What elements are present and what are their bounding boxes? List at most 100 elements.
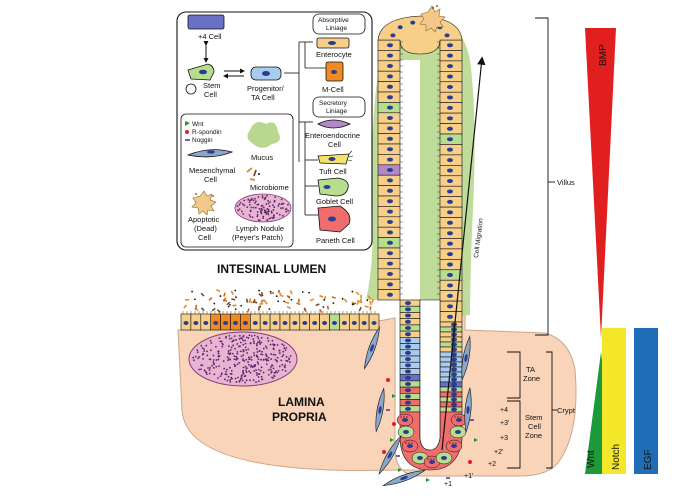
villus-cell	[377, 70, 401, 82]
microbe	[284, 301, 290, 305]
lymph-cell	[273, 375, 276, 378]
microbe	[279, 293, 284, 298]
lymph-cell	[284, 349, 287, 352]
lymph-cell	[239, 378, 242, 381]
crypt-cell	[439, 406, 463, 413]
lymph-cell	[261, 196, 264, 199]
lymph-cell	[245, 336, 248, 339]
microbe	[191, 290, 194, 293]
lymph-cell	[246, 352, 249, 354]
villus-cell	[439, 248, 463, 260]
microbe	[332, 302, 335, 305]
lymph-cell	[242, 343, 245, 346]
lymph-cell	[284, 370, 287, 372]
lymph-cell	[269, 343, 272, 346]
lymph-cell	[204, 370, 207, 373]
lymph-cell	[260, 369, 262, 372]
lymph-cell	[257, 380, 260, 383]
lymph-cell	[260, 366, 263, 369]
lymph-cell	[260, 212, 263, 215]
crypt-cell	[439, 336, 463, 343]
goblet-cell-icon	[317, 177, 349, 197]
lymph-cell	[215, 359, 218, 361]
lymph-cell	[239, 201, 242, 204]
lymph-cell	[256, 351, 259, 353]
lymph-cell	[242, 213, 245, 215]
lymph-cell	[198, 368, 200, 371]
lymph-cell	[242, 339, 245, 342]
villus-epithelium	[377, 15, 463, 323]
lymph-cell	[269, 368, 272, 371]
surface-cell	[319, 313, 330, 331]
microbe	[277, 290, 282, 295]
lymph-cell	[260, 336, 263, 339]
microbe	[341, 297, 344, 300]
microbe	[319, 308, 323, 314]
lymph-cell	[265, 347, 268, 349]
lymph-cell	[241, 210, 243, 213]
lymph-cell	[267, 369, 270, 371]
lymph-cell	[235, 355, 238, 358]
crypt-cell	[399, 399, 421, 407]
lymph-cell	[261, 195, 264, 197]
position-label: +2'	[494, 449, 503, 456]
microbe	[371, 298, 374, 304]
lymph-cell	[244, 339, 246, 342]
lymph-cell	[272, 353, 275, 356]
villus-cell	[377, 278, 401, 290]
lymph-cell	[270, 353, 273, 355]
lymph-cell	[266, 194, 268, 197]
crypt-cell	[399, 318, 421, 326]
lymph-cell	[232, 344, 235, 347]
lymph-cell	[253, 334, 256, 337]
lymph-cell	[249, 371, 252, 374]
microbe	[283, 300, 286, 303]
microbe	[359, 298, 363, 304]
lymph-cell	[256, 347, 258, 350]
apoptotic-legend-label: Apoptotic(Dead)Cell	[188, 215, 220, 242]
four-cell-label: +4 Cell	[198, 32, 222, 41]
lymph-cell	[249, 365, 252, 368]
lymph-cell	[242, 354, 245, 357]
lymph-cell	[220, 340, 223, 343]
lymph-cell	[261, 353, 264, 356]
lymph-cell	[225, 368, 228, 371]
lymph-cell	[219, 340, 222, 343]
microbe	[351, 290, 354, 293]
villus-cell	[377, 50, 401, 62]
lymph-cell	[229, 358, 232, 361]
lymph-cell	[247, 198, 250, 201]
paneth-cell-label: Paneth Cell	[316, 236, 355, 245]
lymph-cell	[247, 348, 250, 351]
lymph-cell	[274, 196, 277, 199]
lamina-propria-line: PROPRIA	[272, 410, 327, 424]
mesenchymal-cell	[464, 386, 472, 434]
lymph-cell	[234, 377, 237, 380]
microbe	[319, 294, 324, 298]
lymph-cell	[242, 366, 245, 369]
microbe	[323, 298, 326, 301]
crypt-cell	[399, 355, 421, 363]
lymph-cell	[257, 337, 260, 340]
mesenchymal-cell	[461, 335, 471, 381]
lymph-cell	[278, 203, 281, 205]
lymph-cell	[248, 358, 250, 360]
lymph-cell	[248, 334, 251, 337]
lymph-cell	[229, 349, 232, 352]
microbe	[195, 304, 198, 309]
crypt-cell	[439, 376, 463, 383]
lymph-cell	[248, 370, 251, 373]
crypt-cell	[439, 386, 463, 393]
lymph-cell	[252, 365, 255, 368]
lymph-cell	[209, 339, 212, 342]
lymph-cell	[265, 359, 268, 362]
lymph-cell	[285, 356, 288, 358]
ta-zone-line: TA	[526, 365, 535, 374]
lymph-cell	[268, 210, 270, 212]
microbe	[286, 294, 291, 299]
lymph-cell	[235, 381, 238, 383]
lymph-cell	[239, 341, 242, 344]
enterocyte-label: Enterocyte	[316, 50, 352, 59]
lymph-cell	[228, 334, 231, 337]
